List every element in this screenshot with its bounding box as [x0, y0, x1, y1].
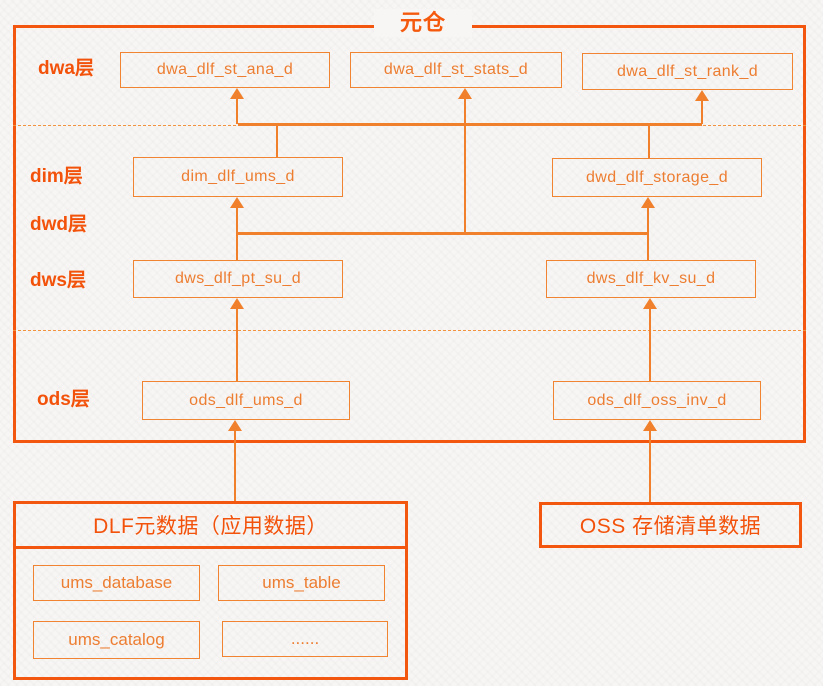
edge-ods-oss-to-dws-kv-arrowhead: [643, 298, 657, 309]
edge-bus-to-dwa-rank-arrowhead: [695, 90, 709, 101]
dlf-source-title: DLF元数据（应用数据）: [16, 504, 405, 549]
node-ods-dlf-oss-inv-d: ods_dlf_oss_inv_d: [553, 381, 761, 420]
item-ums-table: ums_table: [218, 565, 385, 601]
edge-dws-pt-to-dim-ums-arrowhead: [230, 197, 244, 208]
layer-label-ods: ods层: [37, 389, 90, 410]
item-ellipsis: ......: [222, 621, 388, 657]
edge-ods-ums-to-dws-pt: [236, 308, 238, 381]
item-ums-catalog: ums_catalog: [33, 621, 200, 659]
edge-dwd-storage-to-bus: [648, 126, 650, 158]
layer-separator-bottom: [13, 330, 806, 331]
edge-ods-oss-to-dws-kv: [649, 308, 651, 381]
edge-bus-to-dwa-rank: [701, 100, 703, 124]
node-dws-dlf-kv-su-d: dws_dlf_kv_su_d: [546, 260, 756, 298]
edge-dws-pt-to-dim-ums: [236, 207, 238, 260]
node-dwa-dlf-st-stats-d: dwa_dlf_st_stats_d: [350, 52, 562, 88]
oss-source-box: OSS 存储清单数据: [539, 502, 802, 548]
node-dim-dlf-ums-d: dim_dlf_ums_d: [133, 157, 343, 197]
node-ods-dlf-ums-d: ods_dlf_ums_d: [142, 381, 350, 420]
node-dwa-dlf-st-ana-d: dwa_dlf_st_ana_d: [120, 52, 330, 88]
edge-dlf-to-ods-ums: [234, 430, 236, 501]
item-ums-database: ums_database: [33, 565, 200, 601]
edge-dlf-to-ods-ums-arrowhead: [228, 420, 242, 431]
edge-dws-kv-to-dwd-storage: [647, 207, 649, 260]
layer-label-dwd: dwd层: [30, 214, 87, 235]
node-dwd-dlf-storage-d: dwd_dlf_storage_d: [552, 158, 762, 197]
layer-label-dws: dws层: [30, 270, 86, 291]
edge-bus-to-dwa-ana: [236, 98, 238, 124]
node-dws-dlf-pt-su-d: dws_dlf_pt_su_d: [133, 260, 343, 298]
dlf-source-panel: DLF元数据（应用数据） ums_database ums_table ums_…: [13, 501, 408, 680]
edge-oss-to-ods-oss-arrowhead: [643, 420, 657, 431]
edge-bus-to-dwa-ana-arrowhead: [230, 88, 244, 99]
bus-dwd-level: [236, 232, 649, 235]
edge-dwdbus-to-dwa-stats-arrowhead: [458, 88, 472, 99]
edge-ods-ums-to-dws-pt-arrowhead: [230, 298, 244, 309]
edge-dws-kv-to-dwd-storage-arrowhead: [641, 197, 655, 208]
layer-label-dim: dim层: [30, 166, 83, 187]
edge-dim-ums-to-bus: [276, 126, 278, 157]
layer-label-dwa: dwa层: [38, 58, 94, 79]
bus-dim-dwa-level: [238, 123, 702, 126]
edge-dwdbus-to-dwa-stats: [464, 98, 466, 233]
node-dwa-dlf-st-rank-d: dwa_dlf_st_rank_d: [582, 53, 793, 90]
edge-oss-to-ods-oss: [649, 430, 651, 502]
meta-warehouse-title: 元仓: [374, 9, 473, 37]
